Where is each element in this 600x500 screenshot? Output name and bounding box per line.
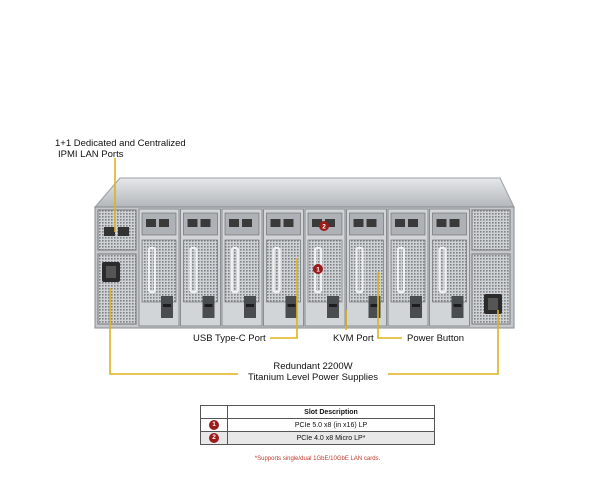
node-sled (138, 208, 180, 327)
lan-port-icon (353, 219, 364, 227)
label-kvm: KVM Port (333, 333, 374, 344)
sled-handle-icon (272, 246, 281, 294)
sled-handle-icon (189, 246, 198, 294)
node-vent (224, 239, 260, 303)
sled-handle-icon (396, 246, 406, 294)
node-sleds (138, 208, 470, 327)
node-sled (180, 208, 221, 327)
node-vent (307, 239, 343, 303)
node-sled (387, 208, 429, 327)
usb-c-port-icon (163, 304, 171, 307)
sled-handle-icon (438, 246, 447, 294)
usb-c-port-icon (453, 304, 462, 307)
label-psu: Redundant 2200W Titanium Level Power Sup… (238, 361, 388, 383)
slot-table-footnote: *Supports single/dual 1GbE/10GbE LAN car… (254, 456, 381, 462)
node-sled (346, 208, 387, 327)
callout-lines (109, 158, 499, 375)
lan-port-icon (200, 219, 211, 227)
lan-port-icon (187, 219, 198, 227)
lan-port-icon (408, 219, 418, 227)
usb-c-port-icon (287, 304, 296, 307)
fan-grille-right (471, 209, 511, 251)
slot-1-badge-icon: 1 (209, 420, 219, 430)
label-ipmi-line1: 1+1 Dedicated and Centralized (55, 138, 186, 149)
table-row: 2 PCIe 4.0 x8 Micro LP* (200, 431, 435, 445)
slot-table-header-row: Slot Description (200, 405, 435, 419)
lan-port-icon (229, 219, 239, 227)
table-row: 1 PCIe 5.0 x8 (in x16) LP (200, 418, 435, 432)
usb-c-port-icon (246, 304, 254, 307)
usb-c-port-icon (412, 304, 420, 307)
usb-c-port-icon (329, 304, 337, 307)
slot-description-table: Slot Description 1 PCIe 5.0 x8 (in x16) … (200, 405, 435, 445)
usb-c-port-icon (370, 304, 379, 307)
usb-c-port-icon (204, 304, 213, 307)
lan-port-icon (325, 219, 335, 227)
ipmi-panel (97, 209, 137, 251)
lan-port-icon (270, 219, 281, 227)
node-sled (221, 208, 263, 327)
lan-port-icon (312, 219, 322, 227)
chassis-top (93, 177, 515, 208)
lan-port-icon (146, 219, 156, 227)
sled-handle-icon (230, 246, 240, 294)
lan-port-icon (283, 219, 294, 227)
sled-handle-icon (355, 246, 364, 294)
label-ipmi-lan: 1+1 Dedicated and Centralized IPMI LAN P… (55, 138, 186, 160)
callout-line-psu-left (109, 288, 238, 375)
node-vent (141, 239, 177, 303)
ipmi-lan-port-2 (118, 227, 129, 236)
label-usb-c: USB Type-C Port (193, 333, 266, 344)
lan-port-icon (395, 219, 405, 227)
label-power-button: Power Button (407, 333, 465, 344)
slot-table-header: Slot Description (227, 405, 435, 419)
badge-slot-2-label: 2 (322, 224, 326, 231)
label-psu-line2: Titanium Level Power Supplies (247, 372, 379, 383)
node-vent (266, 239, 301, 303)
lan-port-icon (159, 219, 169, 227)
lan-port-icon (366, 219, 377, 227)
lan-port-icon (436, 219, 447, 227)
slot-2-description: PCIe 4.0 x8 Micro LP* (227, 431, 435, 445)
slot-1-description: PCIe 5.0 x8 (in x16) LP (227, 418, 435, 432)
callout-line-psu-right (388, 310, 499, 375)
ipmi-lan-port-1 (104, 227, 115, 236)
label-ipmi-line2: IPMI LAN Ports (58, 149, 124, 160)
sled-handle-icon (147, 246, 157, 294)
callout-line-usbc (270, 258, 298, 339)
lan-port-icon (242, 219, 252, 227)
badge-slot-2-icon: 2 (319, 221, 329, 231)
node-sled (429, 208, 470, 327)
badge-slot-1-icon: 1 (313, 264, 323, 274)
slot-2-badge-icon: 2 (209, 433, 219, 443)
badge-slot-1-label: 1 (316, 267, 320, 274)
node-vent (432, 239, 467, 303)
node-vent (390, 239, 426, 303)
callout-line-power (377, 272, 402, 339)
node-vent (183, 239, 218, 303)
lan-port-icon (449, 219, 460, 227)
label-psu-line1: Redundant 2200W (273, 361, 353, 372)
